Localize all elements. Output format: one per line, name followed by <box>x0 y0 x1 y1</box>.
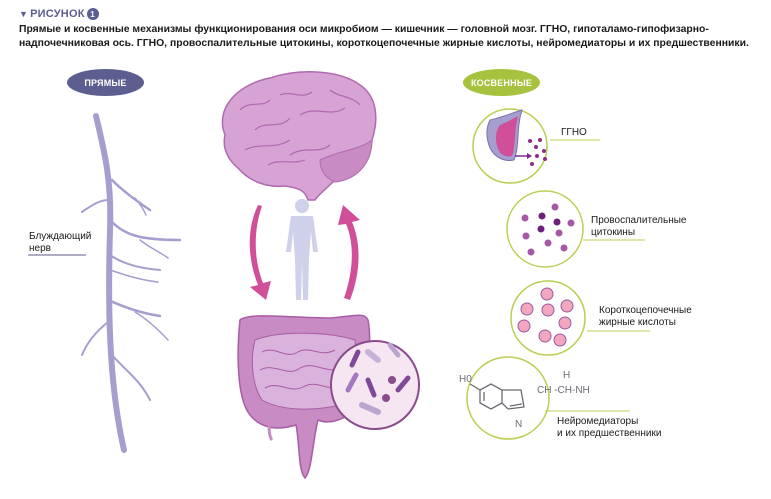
molecule-n-label: N <box>515 419 523 430</box>
gut-to-brain-arrow <box>338 205 360 300</box>
triangle-down-icon: ▼ <box>19 9 29 19</box>
molecule-ho-label: H0 <box>459 374 472 385</box>
scfa-circle <box>510 280 586 356</box>
figure-number-badge: 1 <box>86 8 99 20</box>
molecule-chain-label: CH -CH-NH <box>537 385 590 396</box>
serotonin-molecule <box>469 383 525 410</box>
figure-header: ▼ РИСУНОК 1 <box>19 8 99 20</box>
brain-illustration <box>221 71 377 201</box>
hpa-axis-circle <box>472 108 548 184</box>
direct-badge: ПРЯМЫЕ <box>67 69 144 96</box>
figure-caption: Прямые и косвенные механизмы функциониро… <box>19 24 749 49</box>
brain-to-gut-arrow <box>249 205 271 300</box>
neurotransmitter-circle <box>466 356 550 440</box>
hpa-axis-label: ГГНО <box>561 127 587 138</box>
cytokines-circle <box>506 190 584 268</box>
human-silhouette <box>286 199 318 300</box>
scfa-label: Короткоцепочечные жирные кислоты <box>599 305 692 328</box>
vagus-nerve-label: Блуждающий нерв <box>29 231 92 254</box>
molecule-h-label: H <box>563 370 571 381</box>
neurotransmitters-label: Нейромедиаторы и их предшественники <box>557 416 662 439</box>
vagus-nerve-illustration <box>81 113 182 453</box>
intestines-illustration <box>237 314 371 480</box>
microbiome-magnifier <box>330 340 420 430</box>
figure-label: РИСУНОК <box>30 8 85 20</box>
cytokines-label: Провоспалительные цитокины <box>591 215 687 238</box>
indirect-badge: КОСВЕННЫЕ <box>463 69 540 96</box>
